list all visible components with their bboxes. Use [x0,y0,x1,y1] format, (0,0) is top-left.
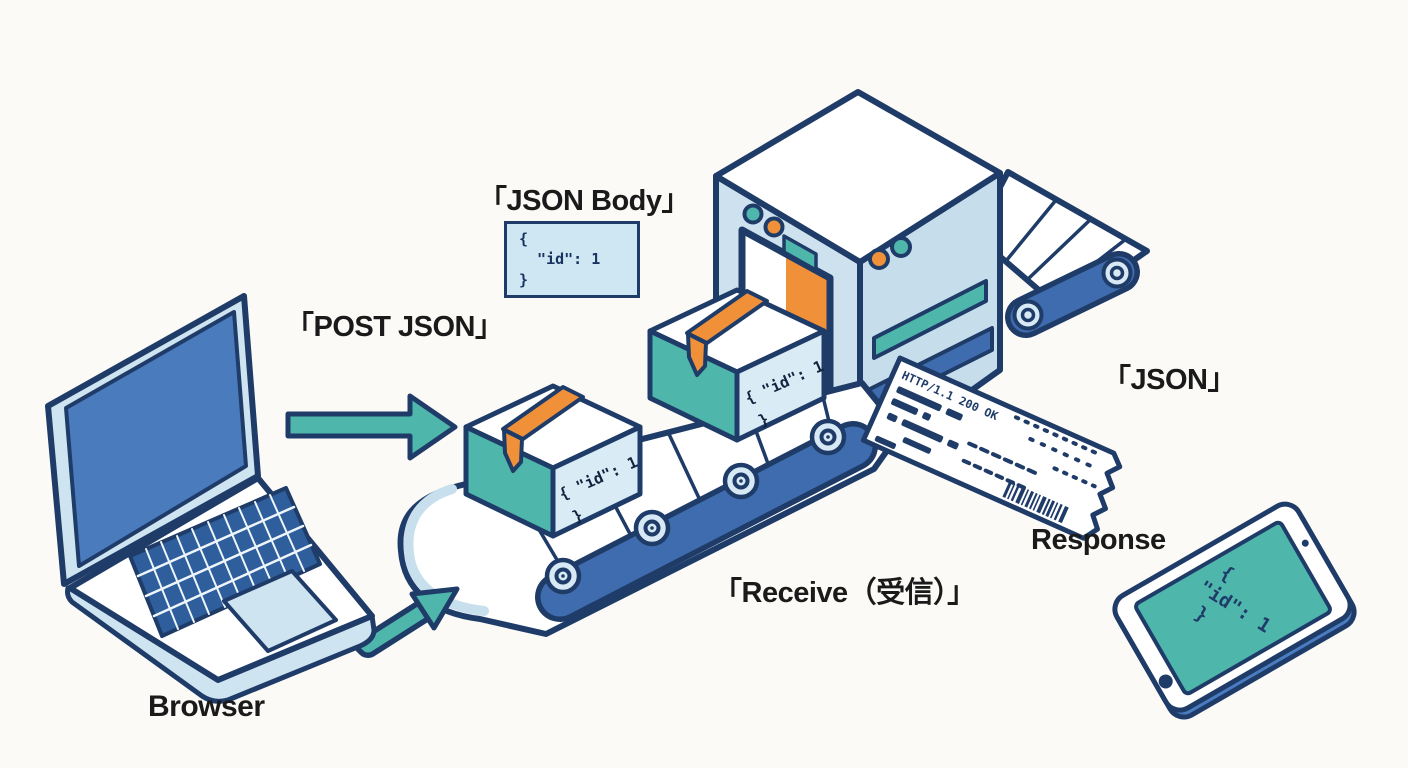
package-box-1: { "id": 1 } [463,383,643,539]
label-response: Response [1031,524,1166,556]
camera-dot [1301,539,1309,547]
keyboard [128,486,322,638]
status-light-orange-left [763,216,785,238]
machine-display [782,234,818,272]
tablet: { "id": 1 } [1112,501,1357,720]
receipt-paper [860,355,1123,541]
status-light-teal-left [742,203,764,225]
home-button [1158,674,1173,689]
output-conveyor [972,169,1150,338]
output-slot-teal [872,279,988,360]
barcode [1002,481,1069,524]
machine-top [713,89,1003,265]
output-conveyor-rollers [1012,257,1133,331]
label-json-body: 「JSON Body」 [478,185,691,217]
label-json: 「JSON」 [1102,364,1236,396]
label-receive: 「Receive（受信）」 [713,577,976,609]
status-light-teal-right [890,236,912,258]
laptop-base-underside [65,585,377,704]
conveyor-belt [397,380,904,637]
status-light-orange-right [868,248,890,270]
json-body-code-box: { "id": 1 } [504,221,640,298]
receipt: HTTP/1.1 200 OK [860,355,1123,541]
package-box-2: { "id": 1 } [647,287,827,443]
label-post-json: 「POST JSON」 [285,311,504,343]
label-browser: Browser [148,690,265,723]
tablet-screen [1134,520,1332,696]
receipt-lines [874,386,1102,491]
conveyor-rollers [544,418,847,595]
trackpad [222,569,338,653]
laptop [45,293,377,704]
arrow-post-icon [285,393,458,461]
tape-flap [502,428,524,473]
laptop-screen [64,310,248,568]
tape-flap [686,332,708,377]
